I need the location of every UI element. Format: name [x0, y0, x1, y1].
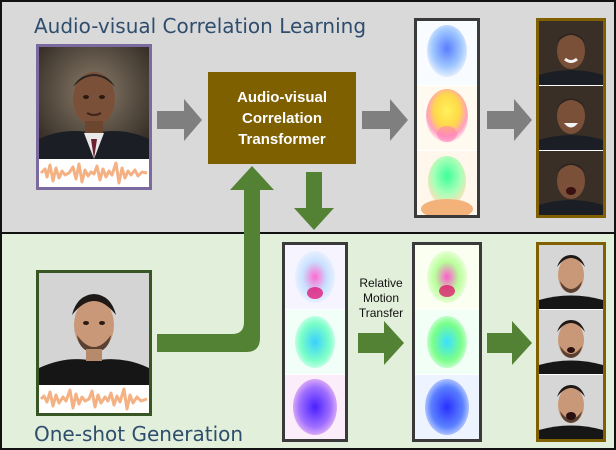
driving-flow-column [282, 242, 348, 442]
transformer-label-line1: Audio-visual [236, 88, 327, 106]
optical-flow-icon [417, 21, 477, 85]
green-arrow-to-generated [487, 321, 532, 365]
transformer-label-line2: Correlation [241, 109, 322, 127]
gray-arrow-source-to-transformer [157, 99, 202, 141]
green-arrow-source-to-transformer [157, 166, 274, 352]
transferred-flow-column [412, 242, 482, 442]
optical-flow-icon [417, 151, 477, 215]
face-photo-icon [539, 310, 603, 374]
face-photo-icon [539, 375, 603, 439]
source-image-bottom [36, 270, 152, 416]
relative-motion-transfer-label: Relative Motion Transfer [350, 276, 412, 321]
face-photo-icon [539, 21, 603, 85]
green-arrow-transformer-to-flow [294, 172, 334, 230]
gray-arrow-flow-to-output [487, 99, 532, 141]
correlation-learning-title: Audio-visual Correlation Learning [34, 14, 367, 38]
predicted-flow-column-top [414, 18, 480, 218]
source-image-top [36, 44, 152, 190]
optical-flow-icon [415, 245, 479, 309]
face-photo-icon [39, 47, 149, 159]
face-photo-icon [539, 245, 603, 309]
one-shot-generation-title: One-shot Generation [34, 422, 244, 446]
optical-flow-icon [285, 310, 345, 374]
optical-flow-icon [417, 86, 477, 150]
face-photo-icon [39, 273, 149, 385]
transformer-label-line3: Transformer [238, 130, 326, 148]
relative-motion-line2: Motion [362, 291, 400, 305]
audio-waveform-icon [39, 385, 149, 413]
optical-flow-icon [285, 375, 345, 439]
generated-frames-bottom [536, 242, 606, 442]
gray-arrow-transformer-to-flow [362, 99, 408, 141]
face-photo-icon [539, 151, 603, 215]
optical-flow-icon [415, 310, 479, 374]
audio-visual-correlation-transformer: Audio-visual Correlation Transformer [208, 72, 356, 164]
audio-waveform-icon [39, 159, 149, 187]
relative-motion-line3: Transfer [358, 306, 404, 320]
optical-flow-icon [415, 375, 479, 439]
face-photo-icon [539, 86, 603, 150]
generated-frames-top [536, 18, 606, 218]
optical-flow-icon [285, 245, 345, 309]
green-arrow-relative-motion [358, 321, 404, 365]
relative-motion-line1: Relative [359, 276, 403, 290]
